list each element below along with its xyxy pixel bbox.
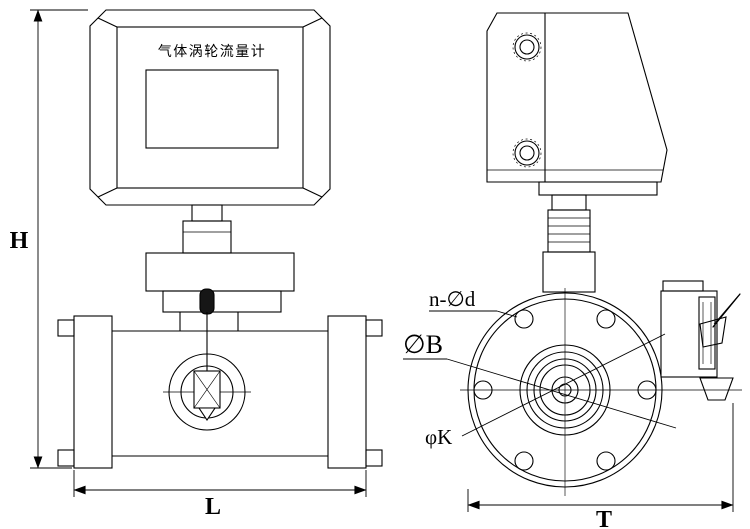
callout-bolt-circle: φK: [425, 333, 666, 449]
callout-bolt-holes: n-∅d: [429, 287, 518, 318]
callout-diameter-b: ∅B: [403, 330, 677, 429]
left-flange-bolt-bottom: [57, 449, 75, 467]
side-view: n-∅d ∅B φK T: [403, 12, 742, 529]
handle-lever: [699, 293, 741, 348]
right-flange: [327, 315, 367, 469]
right-flange-bolt-top: [365, 319, 383, 337]
dim-h-label: H: [10, 228, 29, 254]
callout-diameter-b-label: ∅B: [403, 330, 443, 359]
left-flange-bolt-top: [57, 319, 75, 337]
bolt-hole: [596, 451, 616, 471]
front-view: 气体涡轮流量计: [10, 9, 383, 520]
stem: [542, 194, 596, 293]
bolt-hole: [514, 451, 534, 471]
callout-bolt-holes-label: n-∅d: [429, 287, 476, 311]
left-flange: [73, 315, 113, 469]
neck: [182, 204, 232, 254]
bolt-hole: [596, 309, 616, 329]
bolt-hole: [637, 380, 657, 400]
dimension-h: H: [10, 9, 88, 469]
display-head: 气体涡轮流量计: [89, 9, 331, 206]
callout-bolt-circle-label: φK: [425, 425, 452, 449]
dim-l-label: L: [205, 494, 221, 520]
bolt-hole: [514, 309, 534, 329]
dimension-l: L: [73, 470, 367, 520]
cover-knob-bottom: [512, 138, 542, 168]
right-flange-bolt-bottom: [365, 449, 383, 467]
sight-glass: [163, 312, 251, 431]
dimension-t: T: [467, 403, 734, 529]
bolt-hole: [473, 380, 493, 400]
cover-knob-top: [512, 32, 542, 62]
display-head-side: [486, 12, 668, 196]
device-name-label: 气体涡轮流量计: [158, 44, 267, 60]
dim-t-label: T: [596, 507, 612, 529]
display-window: [145, 69, 279, 149]
mechanism-housing: [145, 252, 295, 331]
bypass-bracket: [660, 280, 741, 401]
flange-face: [460, 288, 742, 496]
pipe-body: [57, 315, 383, 469]
lever-knob: [199, 288, 215, 315]
